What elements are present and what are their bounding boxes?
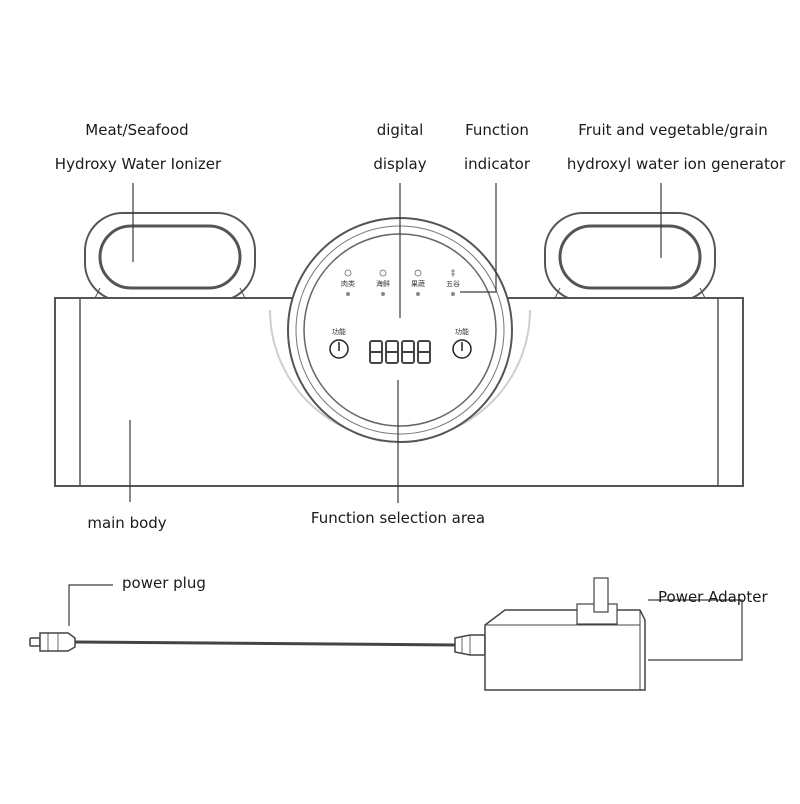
indicator-dot-seafood (381, 292, 385, 296)
indicator-dot-fruit (416, 292, 420, 296)
label-function-indicator-line2: indicator (463, 155, 531, 173)
label-fruit-vegetable-line1: Fruit and vegetable/grain (578, 121, 768, 139)
power-cable (74, 640, 456, 647)
function-indicator-row: 肉类 海鲜 果蔬 五谷 (341, 269, 460, 296)
label-fruit-vegetable-line2: hydroxyl water ion generator (566, 155, 786, 173)
right-button-label: 功能 (455, 327, 469, 336)
power-button-icon (329, 339, 349, 359)
digital-display (369, 340, 431, 364)
indicator-label-grain: 五谷 (446, 279, 460, 288)
label-power-adapter: Power Adapter (658, 588, 768, 606)
power-adapter (454, 577, 646, 691)
meat-seafood-ionizer (84, 212, 256, 302)
leader-lines (68, 183, 743, 661)
label-meat-seafood-line2: Hydroxy Water Ionizer (54, 155, 222, 173)
grain-icon (451, 269, 455, 277)
label-main-body: main body (87, 514, 167, 532)
fruit-icon (414, 269, 422, 277)
indicator-dot-grain (451, 292, 455, 296)
label-digital-line1: digital (376, 121, 424, 139)
label-function-selection-area: Function selection area (310, 509, 486, 527)
indicator-dot-meat (346, 292, 350, 296)
fruit-vegetable-ionizer (544, 212, 716, 302)
indicator-label-seafood: 海鲜 (376, 279, 390, 288)
indicator-label-fruit: 果蔬 (411, 279, 425, 288)
label-digital-line2: display (373, 155, 427, 173)
function-selection-area (287, 217, 513, 443)
left-function-button[interactable]: 功能 (329, 327, 349, 359)
indicator-label-meat: 肉类 (341, 279, 355, 288)
label-meat-seafood-line1: Meat/Seafood (85, 121, 189, 139)
power-button-icon (452, 339, 472, 359)
power-plug (29, 632, 76, 652)
label-power-plug: power plug (122, 574, 206, 592)
left-button-label: 功能 (332, 327, 346, 336)
label-function-indicator-line1: Function (465, 121, 529, 139)
right-function-button[interactable]: 功能 (452, 327, 472, 359)
meat-icon (344, 269, 352, 277)
seafood-icon (379, 269, 387, 277)
